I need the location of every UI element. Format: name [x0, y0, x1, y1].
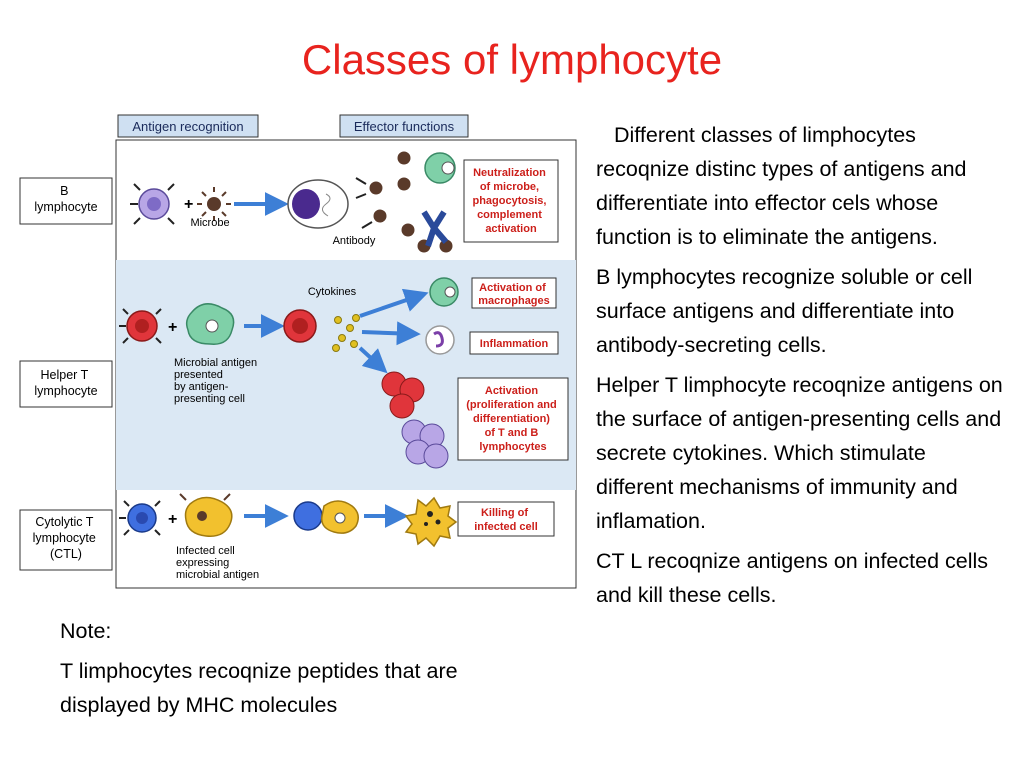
helper-t-cell [119, 308, 162, 344]
proliferating-b-cells [401, 419, 449, 469]
cytokines-label: Cytokines [308, 286, 357, 298]
macrophage-b [424, 152, 456, 184]
label-cytolytic-t-lymphocyte: Cytolytic T lymphocyte (CTL) [33, 515, 100, 561]
header-effector-functions: Effector functions [354, 119, 455, 134]
ctl-cell [119, 500, 161, 536]
label-helper-t-lymphocyte: Helper T lymphocyte [34, 368, 97, 398]
cytokine-dots [332, 314, 360, 352]
effect-box-helper-3 [457, 377, 569, 461]
infected-cell [179, 493, 233, 537]
label-box-ctl [19, 509, 113, 571]
paragraph-b-lymphocytes: B lymphocytes recognize soluble or cell … [596, 265, 973, 357]
effect-box-ctl [457, 501, 555, 537]
paragraph-helper-t: Helper T limphocyte recoqnize antigens o… [596, 373, 1003, 533]
activated-helper-t-cell [283, 309, 317, 343]
arrow-helper-4 [358, 346, 388, 374]
effect-box-b [463, 159, 559, 243]
effect-box-helper-1 [471, 277, 557, 309]
header-antigen-recognition-box [117, 114, 259, 138]
note-block: Note: T limphocytes recoqnize peptides t… [60, 614, 530, 728]
effect-activation-lymphocytes: Activation (proliferation and differenti… [466, 385, 560, 453]
lymphocyte-classes-figure: Antigen recognition Effector functions B… [16, 108, 580, 592]
complement-icon [421, 210, 449, 247]
microbe-icon [197, 187, 231, 221]
ctl-infected-conjugate [293, 500, 359, 534]
figure-svg: Antigen recognition Effector functions B… [19, 114, 577, 589]
description-text: Different classes of limphocytes recoqni… [596, 118, 1008, 618]
antigen-presenting-cell [185, 303, 235, 345]
effect-inflammation: Inflammation [480, 338, 549, 350]
plus-sign-b: + [184, 196, 193, 213]
proliferating-t-cells [381, 371, 425, 419]
header-effector-functions-box [339, 114, 469, 138]
label-b-lymphocyte: B lymphocyte [34, 184, 97, 214]
header-antigen-recognition: Antigen recognition [132, 119, 243, 134]
arrow-helper-2 [359, 288, 429, 318]
microbial-antigen-note: Microbial antigen presented by antigen- … [174, 357, 260, 405]
note-heading: Note: [60, 619, 112, 643]
label-box-b [19, 177, 113, 225]
plus-sign-helper: + [168, 319, 177, 336]
infected-cell-note: Infected cell expressing microbial antig… [176, 545, 259, 581]
paragraph-ctl: CT L recoqnize antigens on infected cell… [596, 549, 989, 607]
neutrophil-icon [425, 325, 455, 355]
label-box-helper [19, 360, 113, 408]
arrow-helper-3 [361, 321, 421, 346]
plus-sign-ctl: + [168, 511, 177, 528]
macrophage-helper [429, 277, 459, 307]
b-cell [130, 183, 175, 225]
effect-box-helper-2 [469, 331, 559, 355]
antibody-microbe-cluster [355, 151, 453, 253]
antibody-label: Antibody [333, 235, 376, 247]
slide-title: Classes of lymphocyte [301, 36, 723, 83]
paragraph-intro: Different classes of limphocytes recoqni… [596, 123, 967, 249]
killed-infected-cell [404, 496, 458, 548]
effect-neutralization: Neutralization of microbe, phagocytosis,… [472, 167, 549, 235]
effect-killing: Killing of infected cell [474, 507, 538, 533]
note-text: T limphocytes recoqnize peptides that ar… [60, 659, 458, 717]
effect-activation-macrophages: Activation of macrophages [478, 282, 550, 307]
plasma-cell [287, 179, 349, 229]
microbe-label: Microbe [190, 217, 229, 229]
